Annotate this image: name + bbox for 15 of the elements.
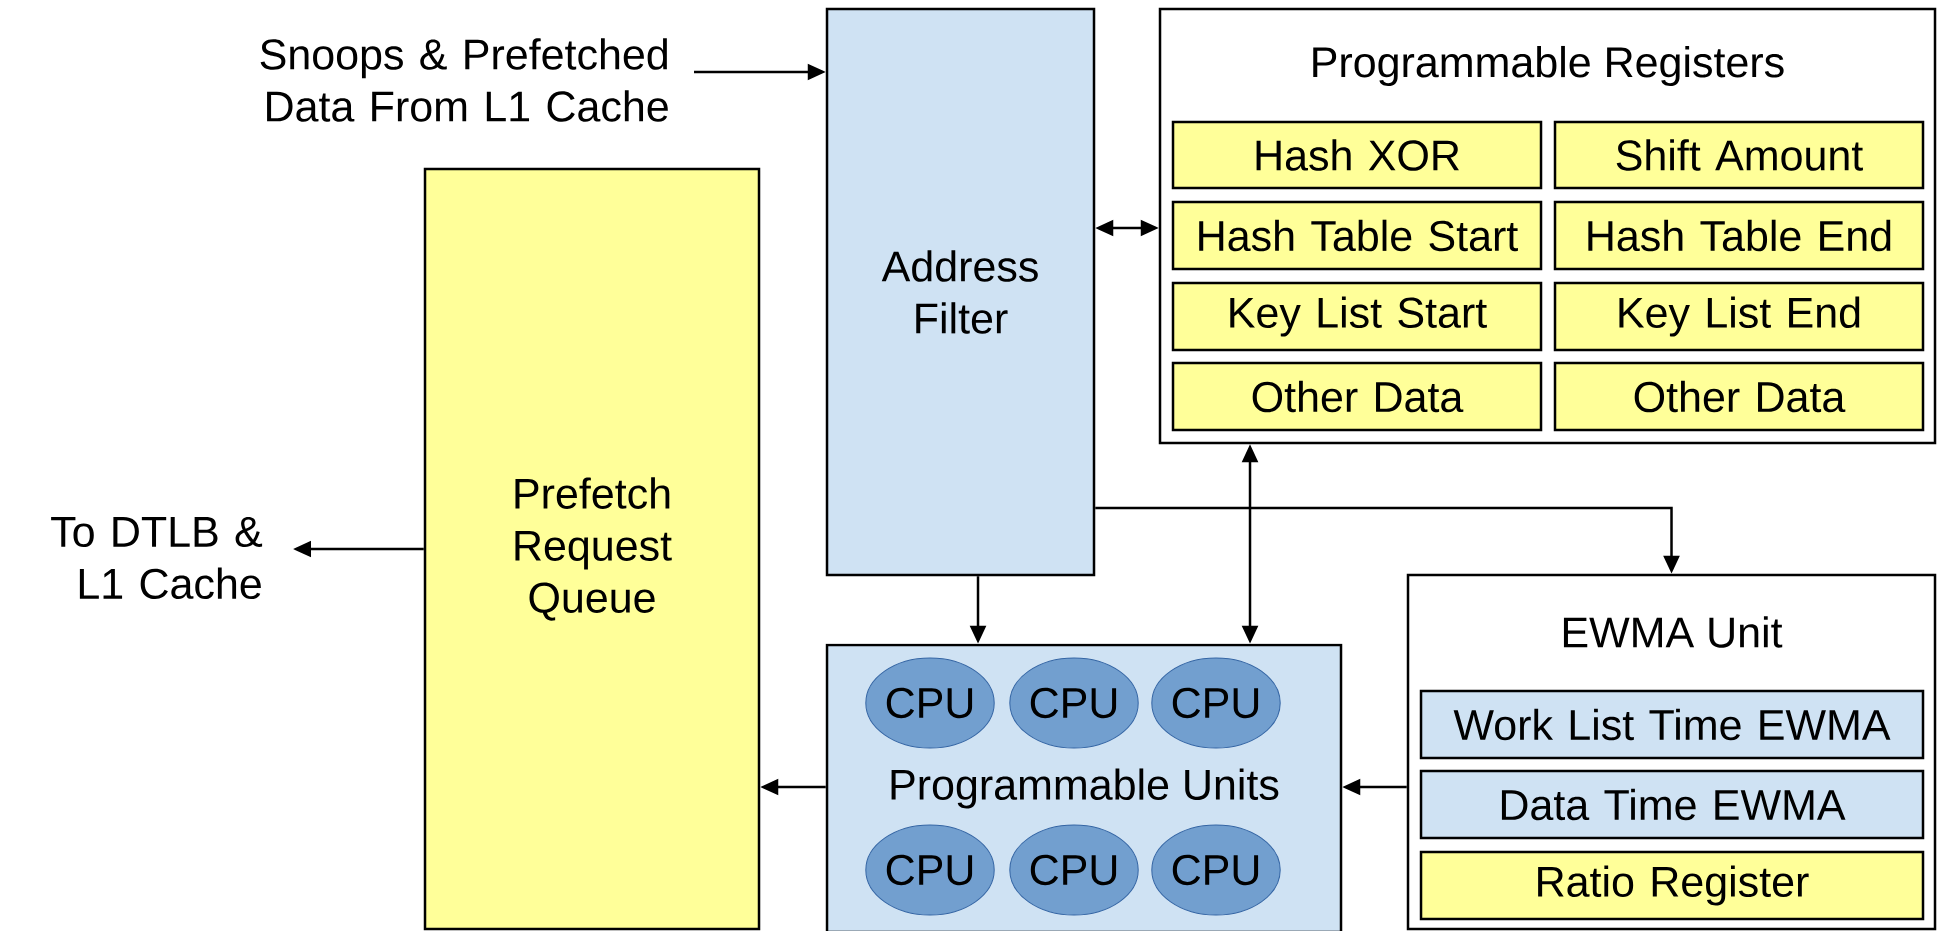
register-cell: Key List End: [1553, 281, 1925, 352]
register-cell: Shift Amount: [1553, 120, 1925, 190]
queue-box: Prefetch Request Queue: [423, 167, 761, 931]
output-label: To DTLB & L1 Cache: [51, 516, 263, 600]
filter-box: Address Filter: [825, 7, 1096, 577]
register-cell: Hash XOR: [1171, 120, 1543, 190]
register-cell: Other Data: [1553, 361, 1925, 432]
input-label: Snoops & Prefetched Data From L1 Cache: [260, 38, 668, 122]
register-cell: Hash Table Start: [1171, 200, 1543, 271]
register-cell: Key List Start: [1171, 281, 1543, 352]
ewma-register: Data Time EWMA: [1419, 769, 1925, 840]
register-cell: Other Data: [1171, 361, 1543, 432]
ewma-register: Ratio Register: [1419, 850, 1925, 921]
ewma-register: Work List Time EWMA: [1419, 689, 1925, 760]
register-cell: Hash Table End: [1553, 200, 1925, 271]
